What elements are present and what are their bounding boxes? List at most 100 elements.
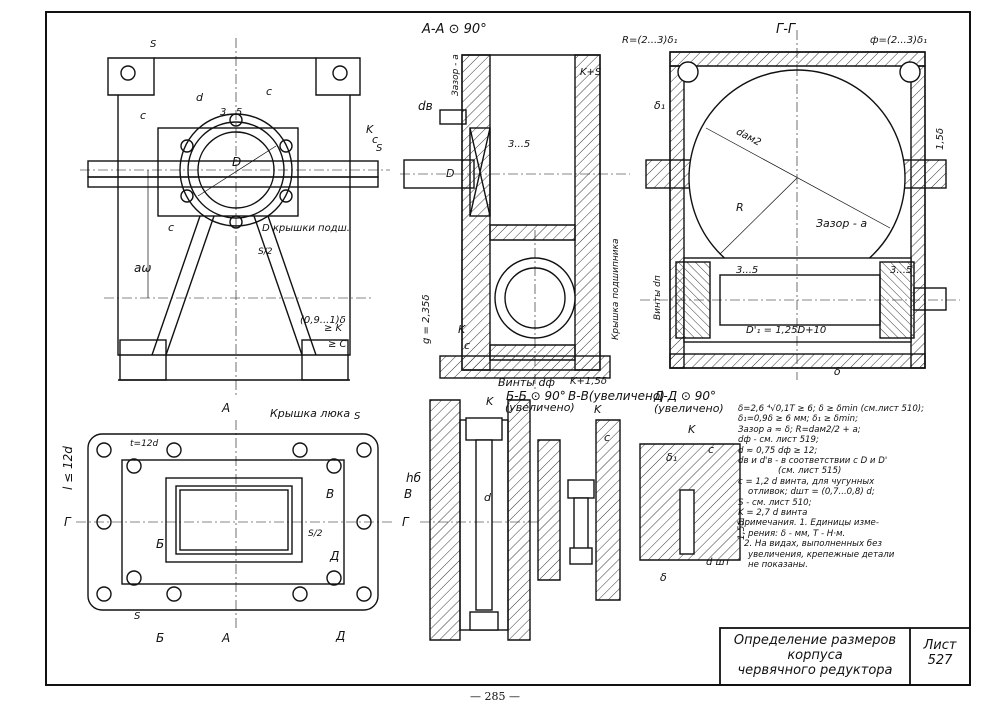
section-vv-title: В-В(увеличено): [568, 389, 665, 403]
label-V-left: В: [326, 487, 335, 501]
label-zero9: (0,9...1)δ: [300, 315, 346, 326]
label-k-bb: K: [486, 395, 494, 408]
note-line: Примечания. 1. Единицы изме-: [738, 518, 879, 529]
note-line: рения: δ - мм, T - Н·м.: [748, 528, 846, 539]
label-s2-a: S/2: [258, 247, 273, 257]
label-three5-d: 3...5: [890, 265, 913, 276]
title-block: [719, 627, 971, 686]
label-c-dd: c: [708, 443, 715, 456]
label-aw: aω: [134, 261, 152, 275]
label-krysh-pod-v: Крышка подшипника: [611, 238, 621, 340]
label-delta1-dd: δ₁: [666, 451, 678, 464]
sheet-label: Лист: [923, 638, 957, 653]
label-s-bottom: S: [134, 611, 141, 622]
label-k-vv: K: [594, 403, 602, 416]
section-gg-title: Г-Г: [776, 22, 796, 37]
detail-dd: [639, 443, 741, 561]
label-delta1-gg: δ₁: [654, 99, 666, 112]
label-three5-b: 3...5: [508, 139, 531, 150]
label-gtc: ≥ C: [328, 339, 347, 350]
note-line: (см. лист 515): [778, 466, 842, 477]
label-G-left: Г: [64, 515, 71, 529]
label-B-bottom: Б: [156, 631, 165, 645]
section-gg: [645, 51, 947, 369]
label-R-formula: R=(2...3)δ₁: [622, 35, 678, 46]
label-one5d-a: 1,5δ: [935, 127, 946, 150]
label-D-bottom: Д: [336, 629, 346, 643]
detail-vv: [537, 419, 621, 601]
label-l-12d: l ≤ 12d: [61, 446, 75, 490]
label-dv: dв: [418, 99, 433, 113]
label-vinty-dp: Винты dп: [653, 275, 663, 320]
label-g: g = 2,35δ: [421, 294, 432, 344]
label-D1: D'₁ = 1,25D+10: [746, 325, 827, 336]
note-line: δ₁=0,9δ ≥ 6 мм; δ₁ ≥ δmin;: [738, 414, 859, 425]
note-line: dф - см. лист 519;: [738, 435, 819, 446]
title-text: Определение размеров корпуса червячного …: [722, 633, 908, 678]
section-aa: [403, 54, 611, 379]
label-s-front: S: [376, 143, 383, 154]
label-s-right: S: [354, 411, 361, 422]
sheet-number: 527: [927, 653, 953, 668]
section-bb-zoom: (увеличено): [505, 401, 575, 414]
label-A-top: А: [222, 401, 231, 415]
label-s-top: S: [150, 39, 157, 50]
label-V-right: В: [404, 487, 413, 501]
label-c-b: c: [168, 221, 175, 234]
section-dd-title: Д-Д ⊙ 90°: [654, 389, 717, 403]
note-line: 2. На видах, выполненных без: [744, 539, 882, 550]
label-D-top: Д: [330, 549, 340, 563]
label-zazor-v: Зазор - a: [451, 54, 461, 96]
label-B-top: Б: [156, 537, 165, 551]
label-c-vv: c: [604, 431, 611, 444]
label-c-c: c: [266, 85, 273, 98]
label-k-plus-15: K+1,5δ: [570, 376, 607, 387]
label-c-a: c: [140, 109, 147, 122]
note-line: S - см. лист 510;: [738, 497, 812, 508]
label-D-front: D: [232, 155, 242, 169]
label-A-bottom: А: [222, 631, 231, 645]
page-number: — 285 —: [470, 690, 520, 703]
note-line: d ≈ 0,75 dф ≥ 12;: [738, 445, 818, 456]
label-vinty-df: Винты dф: [498, 376, 555, 389]
section-bb-title: Б-Б ⊙ 90°: [506, 389, 566, 403]
note-line: не показаны.: [748, 560, 808, 571]
label-s2-b: S/2: [308, 529, 323, 539]
sheet-number-box: Лист 527: [912, 638, 968, 668]
label-delta-dd: δ: [660, 571, 667, 584]
label-k-a: K: [366, 123, 374, 136]
title-line: корпуса: [787, 648, 843, 663]
label-k-aa: K: [458, 323, 466, 336]
note-line: dв и d'в - в соответствии с D и D': [738, 456, 888, 467]
label-k-dd: K: [688, 423, 696, 436]
note-line: отливок; dшт = (0,7...0,8) d;: [748, 487, 875, 498]
label-D-aa: D: [446, 167, 455, 180]
notes-block: δ=2,6 ⁴√0,1T ≥ 6; δ ≥ δmin (см.лист 510)…: [738, 404, 988, 571]
note-line: δ=2,6 ⁴√0,1T ≥ 6; δ ≥ δmin (см.лист 510)…: [738, 404, 925, 414]
note-line: увеличения, крепежные детали: [748, 549, 895, 560]
title-line: червячного редуктора: [737, 663, 893, 678]
label-three5-c: 3...5: [736, 265, 759, 276]
label-R: R: [736, 201, 744, 214]
label-c-d: c: [372, 133, 379, 146]
label-G-right: Г: [402, 515, 409, 529]
label-zazor: Зазор - a: [816, 217, 868, 230]
detail-bb: [420, 399, 540, 641]
label-krysh-lyuka: Крышка люка: [270, 407, 351, 420]
label-delta-gg: δ: [834, 365, 841, 378]
section-aa-title: А-А ⊙ 90°: [422, 22, 487, 37]
note-line: K = 2,7 d винта: [738, 508, 808, 519]
label-krysh-podsh: D крышки подш.: [262, 223, 350, 234]
label-k-plus-s: K+S: [580, 67, 602, 78]
title-line: Определение размеров: [733, 633, 897, 648]
label-hb: hб: [406, 471, 422, 485]
label-d-front: d: [196, 91, 203, 104]
note-line: c = 1,2 d винта, для чугунных: [738, 476, 875, 487]
label-dsht: d шт: [706, 557, 731, 568]
label-three5-a: 3...5: [220, 107, 243, 118]
section-dd-zoom: (увеличено): [654, 402, 724, 415]
label-phi-formula: ф=(2...3)δ₁: [870, 35, 928, 46]
note-line: Зазор a ≈ δ; R=dам2/2 + a;: [738, 424, 861, 435]
label-c-aa: c: [464, 339, 471, 352]
